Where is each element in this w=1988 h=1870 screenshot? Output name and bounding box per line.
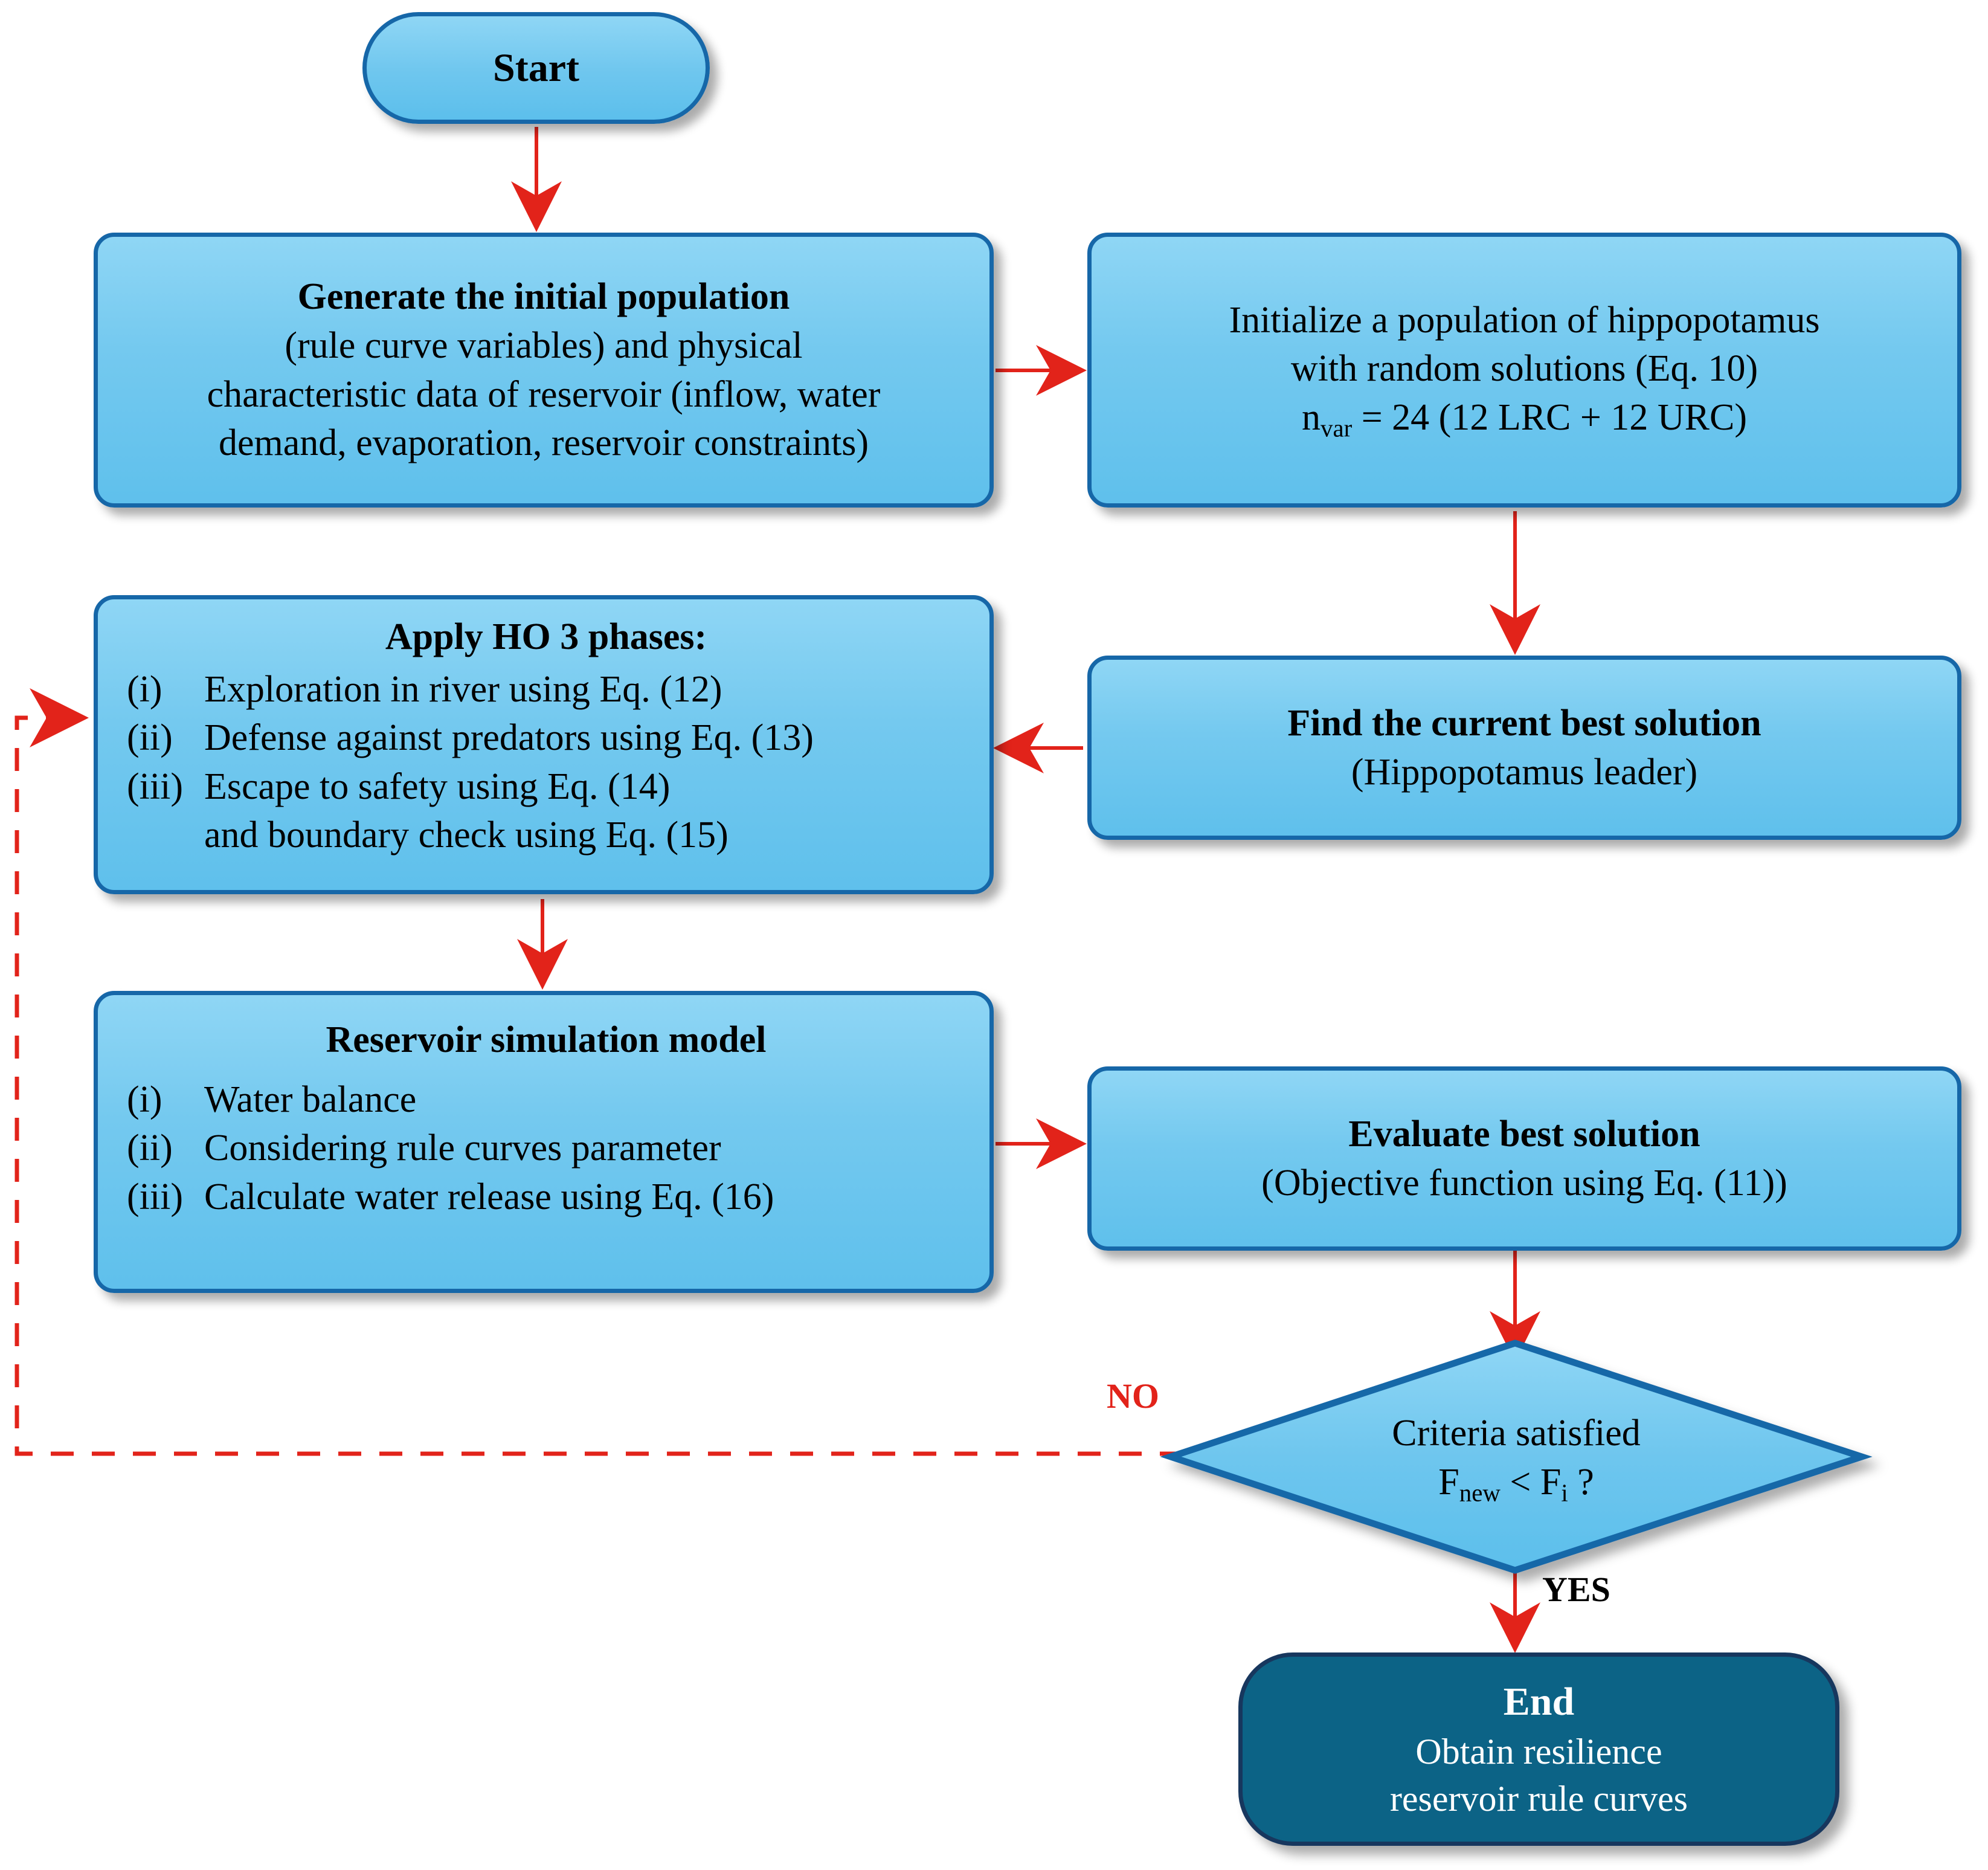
reservoir-sim-title: Reservoir simulation model [326, 1019, 767, 1060]
list-item: (iii) Calculate water release using Eq. … [127, 1173, 965, 1222]
end-line-2: Obtain resilience [1415, 1731, 1662, 1772]
list-marker: (ii) [127, 717, 173, 759]
initialize-nvar-value: = 24 (12 LRC + 12 URC) [1352, 396, 1748, 438]
find-best-subtitle: (Hippopotamus leader) [1351, 751, 1698, 793]
end-line-3: reservoir rule curves [1389, 1778, 1688, 1819]
node-reservoir-simulation-model[interactable]: Reservoir simulation model (i) Water bal… [94, 991, 994, 1293]
node-apply-ho-phases[interactable]: Apply HO 3 phases: (i) Exploration in ri… [94, 595, 994, 894]
start-label: Start [493, 45, 579, 90]
find-best-title: Find the current best solution [1287, 702, 1761, 744]
list-text: Water balance [204, 1078, 417, 1120]
list-text: Defense against predators using Eq. (13) [204, 717, 814, 759]
node-decision-criteria[interactable] [1160, 1338, 1873, 1580]
decision-fi-symbol: F [1540, 1461, 1562, 1503]
evaluate-subtitle: (Objective function using Eq. (11)) [1261, 1162, 1787, 1204]
apply-ho-title: Apply HO 3 phases: [385, 616, 707, 657]
decision-fnew-subscript: new [1459, 1479, 1501, 1507]
node-start[interactable]: Start [362, 12, 710, 124]
decision-diamond-shape [1160, 1340, 1873, 1574]
edge-label-yes: YES [1542, 1570, 1610, 1609]
list-marker: (ii) [127, 1127, 173, 1169]
generate-line-2: (rule curve variables) and physical [285, 324, 803, 366]
initialize-line-2: with random solutions (Eq. 10) [1290, 348, 1758, 390]
evaluate-title: Evaluate best solution [1348, 1113, 1700, 1155]
reservoir-sim-list: (i) Water balance (ii) Considering rule … [127, 1075, 965, 1222]
list-item: (ii) Defense against predators using Eq.… [127, 714, 965, 763]
decision-line-1: Criteria satisfied [1392, 1413, 1641, 1454]
initialize-line-1: Initialize a population of hippopotamus [1229, 299, 1820, 341]
list-text: Calculate water release using Eq. (16) [204, 1176, 774, 1217]
list-text: and boundary check using Eq. (15) [204, 814, 729, 856]
list-marker: (i) [127, 668, 162, 710]
end-title: End [1503, 1680, 1575, 1724]
apply-ho-list: (i) Exploration in river using Eq. (12) … [127, 665, 965, 860]
node-initialize-population[interactable]: Initialize a population of hippopotamus … [1087, 233, 1961, 508]
list-item: (iii) Escape to safety using Eq. (14) [127, 763, 965, 811]
list-text: Exploration in river using Eq. (12) [204, 668, 722, 710]
generate-line-3: characteristic data of reservoir (inflow… [207, 373, 881, 415]
list-item: (i) Exploration in river using Eq. (12) [127, 665, 965, 714]
edge-label-no: NO [1107, 1376, 1159, 1416]
list-item: (i) Water balance [127, 1075, 965, 1124]
list-marker: (iii) [127, 766, 183, 807]
list-text: Escape to safety using Eq. (14) [204, 766, 671, 807]
list-item: and boundary check using Eq. (15) [127, 811, 965, 860]
generate-title: Generate the initial population [297, 276, 790, 318]
node-generate-initial-population[interactable]: Generate the initial population (rule cu… [94, 233, 994, 508]
node-evaluate-best-solution[interactable]: Evaluate best solution (Objective functi… [1087, 1066, 1961, 1251]
decision-question-mark: ? [1568, 1461, 1594, 1503]
initialize-nvar-symbol: n [1301, 396, 1321, 438]
decision-line-2: Fnew < Fi ? [1438, 1458, 1594, 1509]
list-marker: (iii) [127, 1176, 183, 1217]
decision-fnew-symbol: F [1438, 1461, 1459, 1503]
generate-line-4: demand, evaporation, reservoir constrain… [218, 422, 869, 464]
list-text: Considering rule curves parameter [204, 1127, 721, 1169]
decision-label-group: Criteria satisfied Fnew < Fi ? [1166, 1338, 1867, 1580]
decision-fi-subscript: i [1561, 1479, 1568, 1507]
node-find-current-best-solution[interactable]: Find the current best solution (Hippopot… [1087, 656, 1961, 840]
initialize-nvar-subscript: var [1320, 414, 1353, 442]
decision-operator: < [1500, 1461, 1540, 1503]
node-end[interactable]: End Obtain resilience reservoir rule cur… [1238, 1652, 1839, 1846]
list-item: (ii) Considering rule curves parameter [127, 1124, 965, 1173]
list-marker: (i) [127, 1078, 162, 1120]
initialize-line-3: nvar = 24 (12 LRC + 12 URC) [1302, 393, 1747, 445]
